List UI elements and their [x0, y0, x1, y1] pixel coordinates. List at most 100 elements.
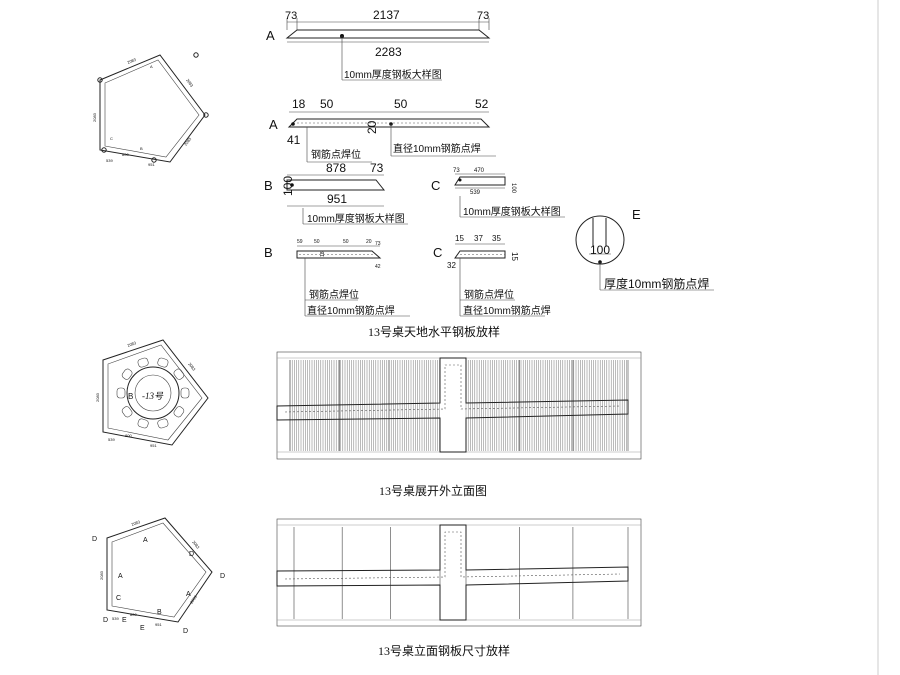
dim-a-right: 73: [477, 10, 489, 22]
note-c2-rebar: 直径10mm钢筋点焊: [463, 304, 551, 317]
note-a2-weld-pos: 钢筋点焊位: [311, 148, 361, 161]
plan-2-dim-bottom-3: 539: [108, 437, 115, 442]
plan-3-label-e: E: [122, 617, 127, 624]
plan-1-corner-dot: [97, 77, 103, 83]
plan-3-dim-bottom-1: 800: [130, 612, 137, 617]
plate-c-body: [454, 176, 506, 186]
plan-1-corner-dot: [203, 112, 209, 118]
detail-a-plate: A 73 2137 73 2283 10mm厚度钢板大样图: [266, 8, 491, 81]
detail-c2-tag: C: [433, 245, 442, 260]
detail-a-tag: A: [266, 28, 275, 43]
dim-a2-3: 50: [394, 97, 408, 111]
dim-c-total: 539: [470, 190, 481, 196]
plan-3-label-c: C: [116, 595, 121, 602]
plan-3-label-a: A: [143, 537, 148, 544]
plan-view-2: B -13号 2083 2083 2083 800 951 539: [95, 339, 209, 448]
elevation-1-centerline: [284, 364, 621, 413]
plan-3-label-e: E: [140, 625, 145, 632]
note-a2-rebar: 直径10mm钢筋点焊: [393, 142, 481, 155]
dim-b2-4: 20: [366, 239, 372, 245]
note-c-plate: 10mm厚度钢板大样图: [463, 205, 561, 218]
detail-b-tag: B: [264, 178, 273, 193]
detail-b-rebar: B 59 50 50 20 73 18 42 钢筋点焊位 直径10mm钢筋点焊: [264, 239, 410, 317]
note-e: 厚度10mm钢筋点焊: [604, 276, 709, 291]
detail-a-rebar: A 18 50 50 52 41 20 钢筋点焊位 直径10mm钢筋点焊: [269, 97, 496, 163]
dim-c-2: 470: [474, 168, 485, 174]
detail-c-rebar: C 15 37 35 32 15 钢筋点焊位 直径10mm钢筋点焊: [433, 234, 551, 317]
chair: [137, 357, 149, 368]
plan-1-corner-dot: [101, 147, 107, 153]
note-c2-weld-pos: 钢筋点焊位: [464, 288, 514, 301]
dim-b2-5: 73: [375, 241, 381, 247]
dim-a2-1: 18: [292, 97, 306, 111]
plate-b-body: [286, 179, 386, 191]
dim-a2-5: 41: [287, 133, 301, 147]
plate-elevation: [276, 518, 642, 627]
dim-b2-3: 50: [343, 239, 349, 245]
dim-c2-1: 15: [455, 234, 464, 243]
dim-a-left: 73: [285, 10, 297, 22]
note-b2-weld-pos: 钢筋点焊位: [309, 288, 359, 301]
plan-1-corner-dot: [193, 52, 199, 58]
section-title-open-elevation: 13号桌展开外立面图: [379, 483, 487, 498]
rebar-b-body: [296, 250, 382, 259]
note-a-plate: 10mm厚度钢板大样图: [344, 68, 442, 81]
plan-3-label-a: A: [118, 573, 123, 580]
table-inner: [134, 374, 172, 412]
table-number-label: -13号: [142, 391, 164, 401]
section-title-detail: 13号桌天地水平钢板放样: [368, 324, 500, 339]
dim-b2-2: 50: [314, 239, 320, 245]
plan-2-dim-bottom-1: 800: [125, 433, 132, 438]
table-top: [126, 366, 180, 420]
plan-3-label-d: D: [103, 617, 108, 624]
plan-3-label-b: B: [157, 609, 162, 616]
plan-3-label-d: D: [189, 551, 194, 558]
plan-1-dim-bottom-1: 800: [122, 152, 129, 157]
chair: [173, 406, 185, 418]
plan-1-dim-bottom-2: 951: [148, 162, 155, 167]
chair-ring: [116, 357, 190, 429]
plan-2-dim-right: 2083: [187, 362, 197, 373]
plan-2-outer-outline: [102, 339, 209, 446]
dim-b-h: 100: [281, 176, 295, 196]
chair: [137, 418, 149, 429]
chair: [121, 368, 133, 380]
plan-3-label-d: D: [92, 536, 97, 543]
dim-b2-1: 59: [297, 239, 303, 245]
plan-1-inner-outline: [104, 59, 200, 158]
plan-view-3: 2083 2083 2083 2083 800 951 539 D D D D …: [92, 517, 225, 635]
plan-2-dim-top: 2083: [127, 340, 138, 348]
plan-3-dim-right-top: 2083: [191, 540, 201, 551]
chair: [180, 387, 190, 399]
detail-b2-tag: B: [264, 245, 273, 260]
detail-c-plate: C 73 470 100 539 10mm厚度钢板大样图: [431, 168, 565, 218]
dim-a-mid: 2137: [373, 8, 400, 22]
dim-c2-2: 37: [474, 234, 483, 243]
dim-a2-6: 20: [365, 120, 379, 134]
chair: [173, 368, 185, 380]
dim-e: 100: [590, 243, 610, 257]
dim-b-total: 951: [327, 192, 347, 206]
plan-3-inner-outline: [111, 522, 207, 618]
section-title-plate-elevation: 13号桌立面钢板尺寸放样: [378, 643, 510, 658]
chair: [157, 357, 169, 368]
table-label-b: B: [128, 392, 133, 401]
plate-a-body: [285, 29, 491, 39]
plan-3-dim-bottom-2: 951: [155, 622, 162, 627]
panel-hatching: [289, 360, 629, 451]
plan-view-1: 2083 2083 2083 2083 800 951 539 A B C: [92, 52, 209, 167]
dim-c2-3: 35: [492, 234, 501, 243]
dim-b2-7: 42: [375, 264, 381, 270]
plan-3-dim-right-low: 2083: [189, 594, 199, 605]
plan-3-label-d: D: [220, 573, 225, 580]
dim-a-total: 2283: [375, 45, 402, 59]
plan-1-dim-bottom-3: 539: [106, 158, 113, 163]
plan-3-dim-left: 2083: [99, 570, 104, 580]
note-b-plate: 10mm厚度钢板大样图: [307, 212, 405, 225]
rebar-c-body: [454, 250, 506, 259]
plan-2-dim-bottom-2: 951: [150, 443, 157, 448]
detail-e-tag: E: [632, 207, 641, 222]
plan-3-dim-bottom-3: 539: [112, 616, 119, 621]
plan-1-label-c: C: [110, 136, 113, 141]
plan-1-dim-right-top: 2083: [185, 78, 195, 89]
